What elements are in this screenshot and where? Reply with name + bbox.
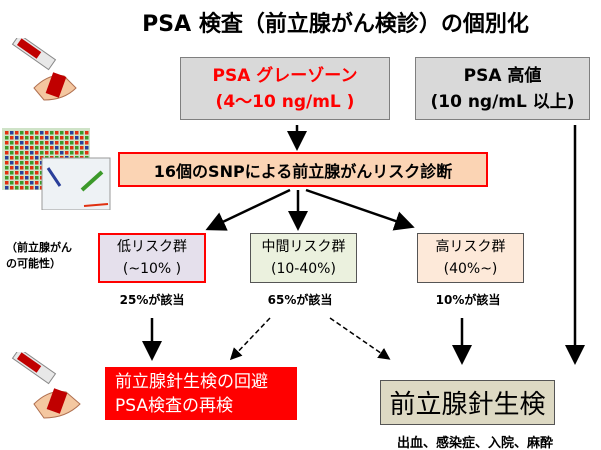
side-label-line2: の可能性） <box>6 257 61 270</box>
risk-group-range: (~10% ) <box>122 261 182 277</box>
high-psa-range: (10 ng/mL 以上) <box>430 91 575 112</box>
low-risk-box: 低リスク群 (~10% ) <box>98 233 206 283</box>
risk-group-name: 低リスク群 <box>117 239 187 255</box>
snp-risk-diagnosis-box: 16個のSNPによる前立腺がんリスク診断 <box>118 152 488 187</box>
psa-high-box: PSA 高値 (10 ng/mL 以上) <box>415 57 590 120</box>
page-title: PSA 検査（前立腺がん検診）の個別化 <box>142 12 529 37</box>
biopsy-risks: 出血、感染症、入院、麻酔 <box>396 436 553 450</box>
snp-genotype-plot-icon <box>2 128 111 210</box>
dashed-arrow <box>229 317 271 361</box>
side-label: （前立腺がん の可能性） <box>6 240 72 272</box>
side-label-line1: （前立腺がん <box>6 241 72 254</box>
arrow <box>205 188 291 231</box>
biopsy-box: 前立腺針生検 <box>380 380 555 425</box>
risk-group-name: 高リスク群 <box>435 239 506 255</box>
high-risk-share: 10%が該当 <box>435 293 501 307</box>
avoid-biopsy-box: 前立腺針生検の回避 PSA検査の再検 <box>105 367 297 420</box>
grayzone-range: (4〜10 ng/mL ) <box>215 91 355 112</box>
psa-grayzone-box: PSA グレーゾーン (4〜10 ng/mL ) <box>180 57 390 120</box>
grayzone-label: PSA グレーゾーン <box>212 65 358 86</box>
blood-draw-icon <box>11 38 77 101</box>
risk-group-range: (10-40%) <box>271 261 336 277</box>
psa-retest-label: PSA検査の再検 <box>115 395 233 416</box>
avoid-biopsy-label: 前立腺針生検の回避 <box>115 371 268 392</box>
high-psa-label: PSA 高値 <box>463 65 542 86</box>
risk-group-range: (40%~) <box>443 261 498 277</box>
blood-draw-icon <box>11 352 81 419</box>
mid-risk-box: 中間リスク群 (10-40%) <box>250 233 357 283</box>
dashed-arrow <box>329 317 391 360</box>
high-risk-box: 高リスク群 (40%~) <box>417 233 524 283</box>
low-risk-share: 25%が該当 <box>119 293 185 307</box>
arrow <box>305 188 415 231</box>
mid-risk-share: 65%が該当 <box>267 293 333 307</box>
risk-group-name: 中間リスク群 <box>261 239 346 255</box>
